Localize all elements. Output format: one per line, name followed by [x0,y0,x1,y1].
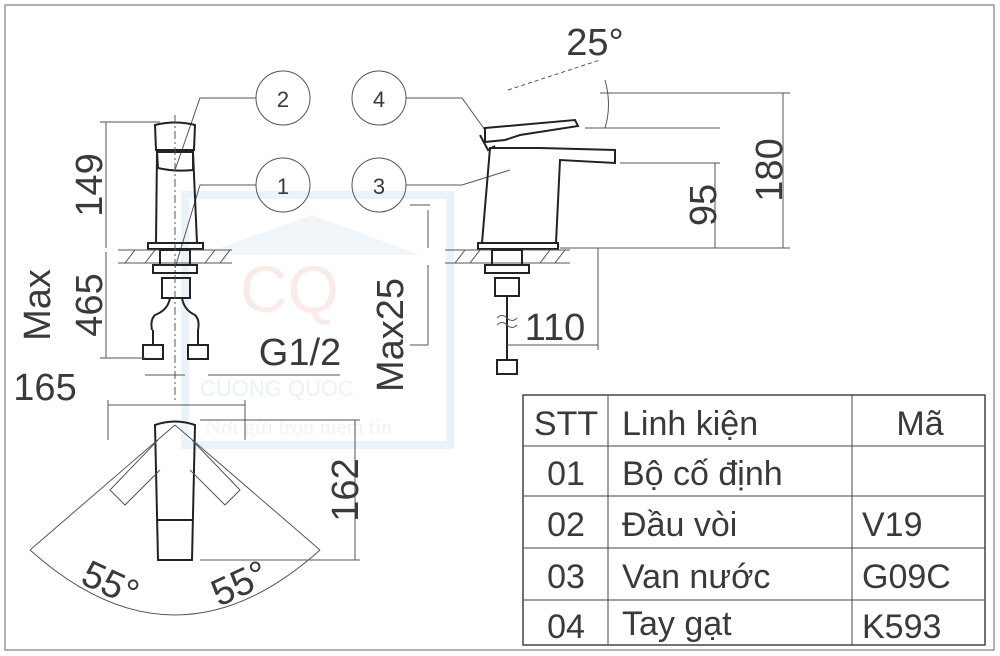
svg-text:Van nước: Van nước [622,558,770,596]
callout-1: 1 [174,157,311,269]
side-view-faucet [445,59,616,375]
dim-55-left: 55° [75,553,145,615]
svg-text:STT: STT [534,405,598,443]
dim-95: 95 [683,184,725,226]
callout-4: 4 [351,70,486,131]
dim-max-label: Max [17,269,59,341]
callout-3: 3 [351,157,511,213]
dim-465: 465 [69,273,111,336]
dim-162: 162 [325,458,367,521]
dim-110: 110 [525,307,586,349]
frame-border [4,4,995,651]
callout-2: 2 [174,70,311,171]
top-view-faucet: 165 162 55° 55° [13,367,367,616]
watermark: CQ CUONG QUOC Nơi gửi trọn niềm tin [181,191,454,449]
svg-text:Linh kiện: Linh kiện [622,405,758,443]
svg-text:Mã: Mã [896,405,943,443]
svg-text:Bộ cố định: Bộ cố định [622,455,783,493]
parts-table: STT Linh kiện Mã 01 Bộ cố định 02 Đầu vò… [522,394,986,646]
table-row: 01 Bộ cố định [547,455,783,493]
watermark-logo: CQ [240,252,339,326]
front-view-faucet [118,115,232,400]
table-header: STT Linh kiện Mã [534,405,944,443]
dim-max25: Max25 [370,278,412,392]
svg-text:2: 2 [277,87,289,112]
dim-g12: G1/2 [259,332,341,374]
table-row: 02 Đầu vòi V19 [547,506,922,544]
svg-text:03: 03 [547,558,585,596]
watermark-slogan: Nơi gửi trọn niềm tin [205,414,392,439]
svg-text:K593: K593 [862,608,941,646]
dim-149: 149 [69,153,111,216]
table-row: 04 Tay gạt K593 [547,605,941,646]
svg-text:Đầu vòi: Đầu vòi [622,506,737,544]
front-dimensions: 149 465 Max G1/2 Max25 [17,121,430,392]
table-row: 03 Van nước G09C [547,558,951,596]
svg-text:V19: V19 [862,506,923,544]
dim-25deg: 25° [566,22,623,64]
dim-165: 165 [13,367,76,409]
watermark-brand: CUONG QUOC [200,376,354,401]
svg-text:01: 01 [547,455,585,493]
dim-180: 180 [749,138,791,201]
svg-text:Tay gạt: Tay gạt [622,605,732,643]
svg-text:04: 04 [547,608,585,646]
svg-text:4: 4 [373,87,385,112]
svg-text:1: 1 [277,174,289,199]
dim-55-right: 55° [205,553,275,615]
side-dimensions: 25° 180 95 110 [507,22,791,350]
svg-text:3: 3 [373,174,385,199]
svg-text:02: 02 [547,506,585,544]
svg-text:G09C: G09C [862,558,951,596]
